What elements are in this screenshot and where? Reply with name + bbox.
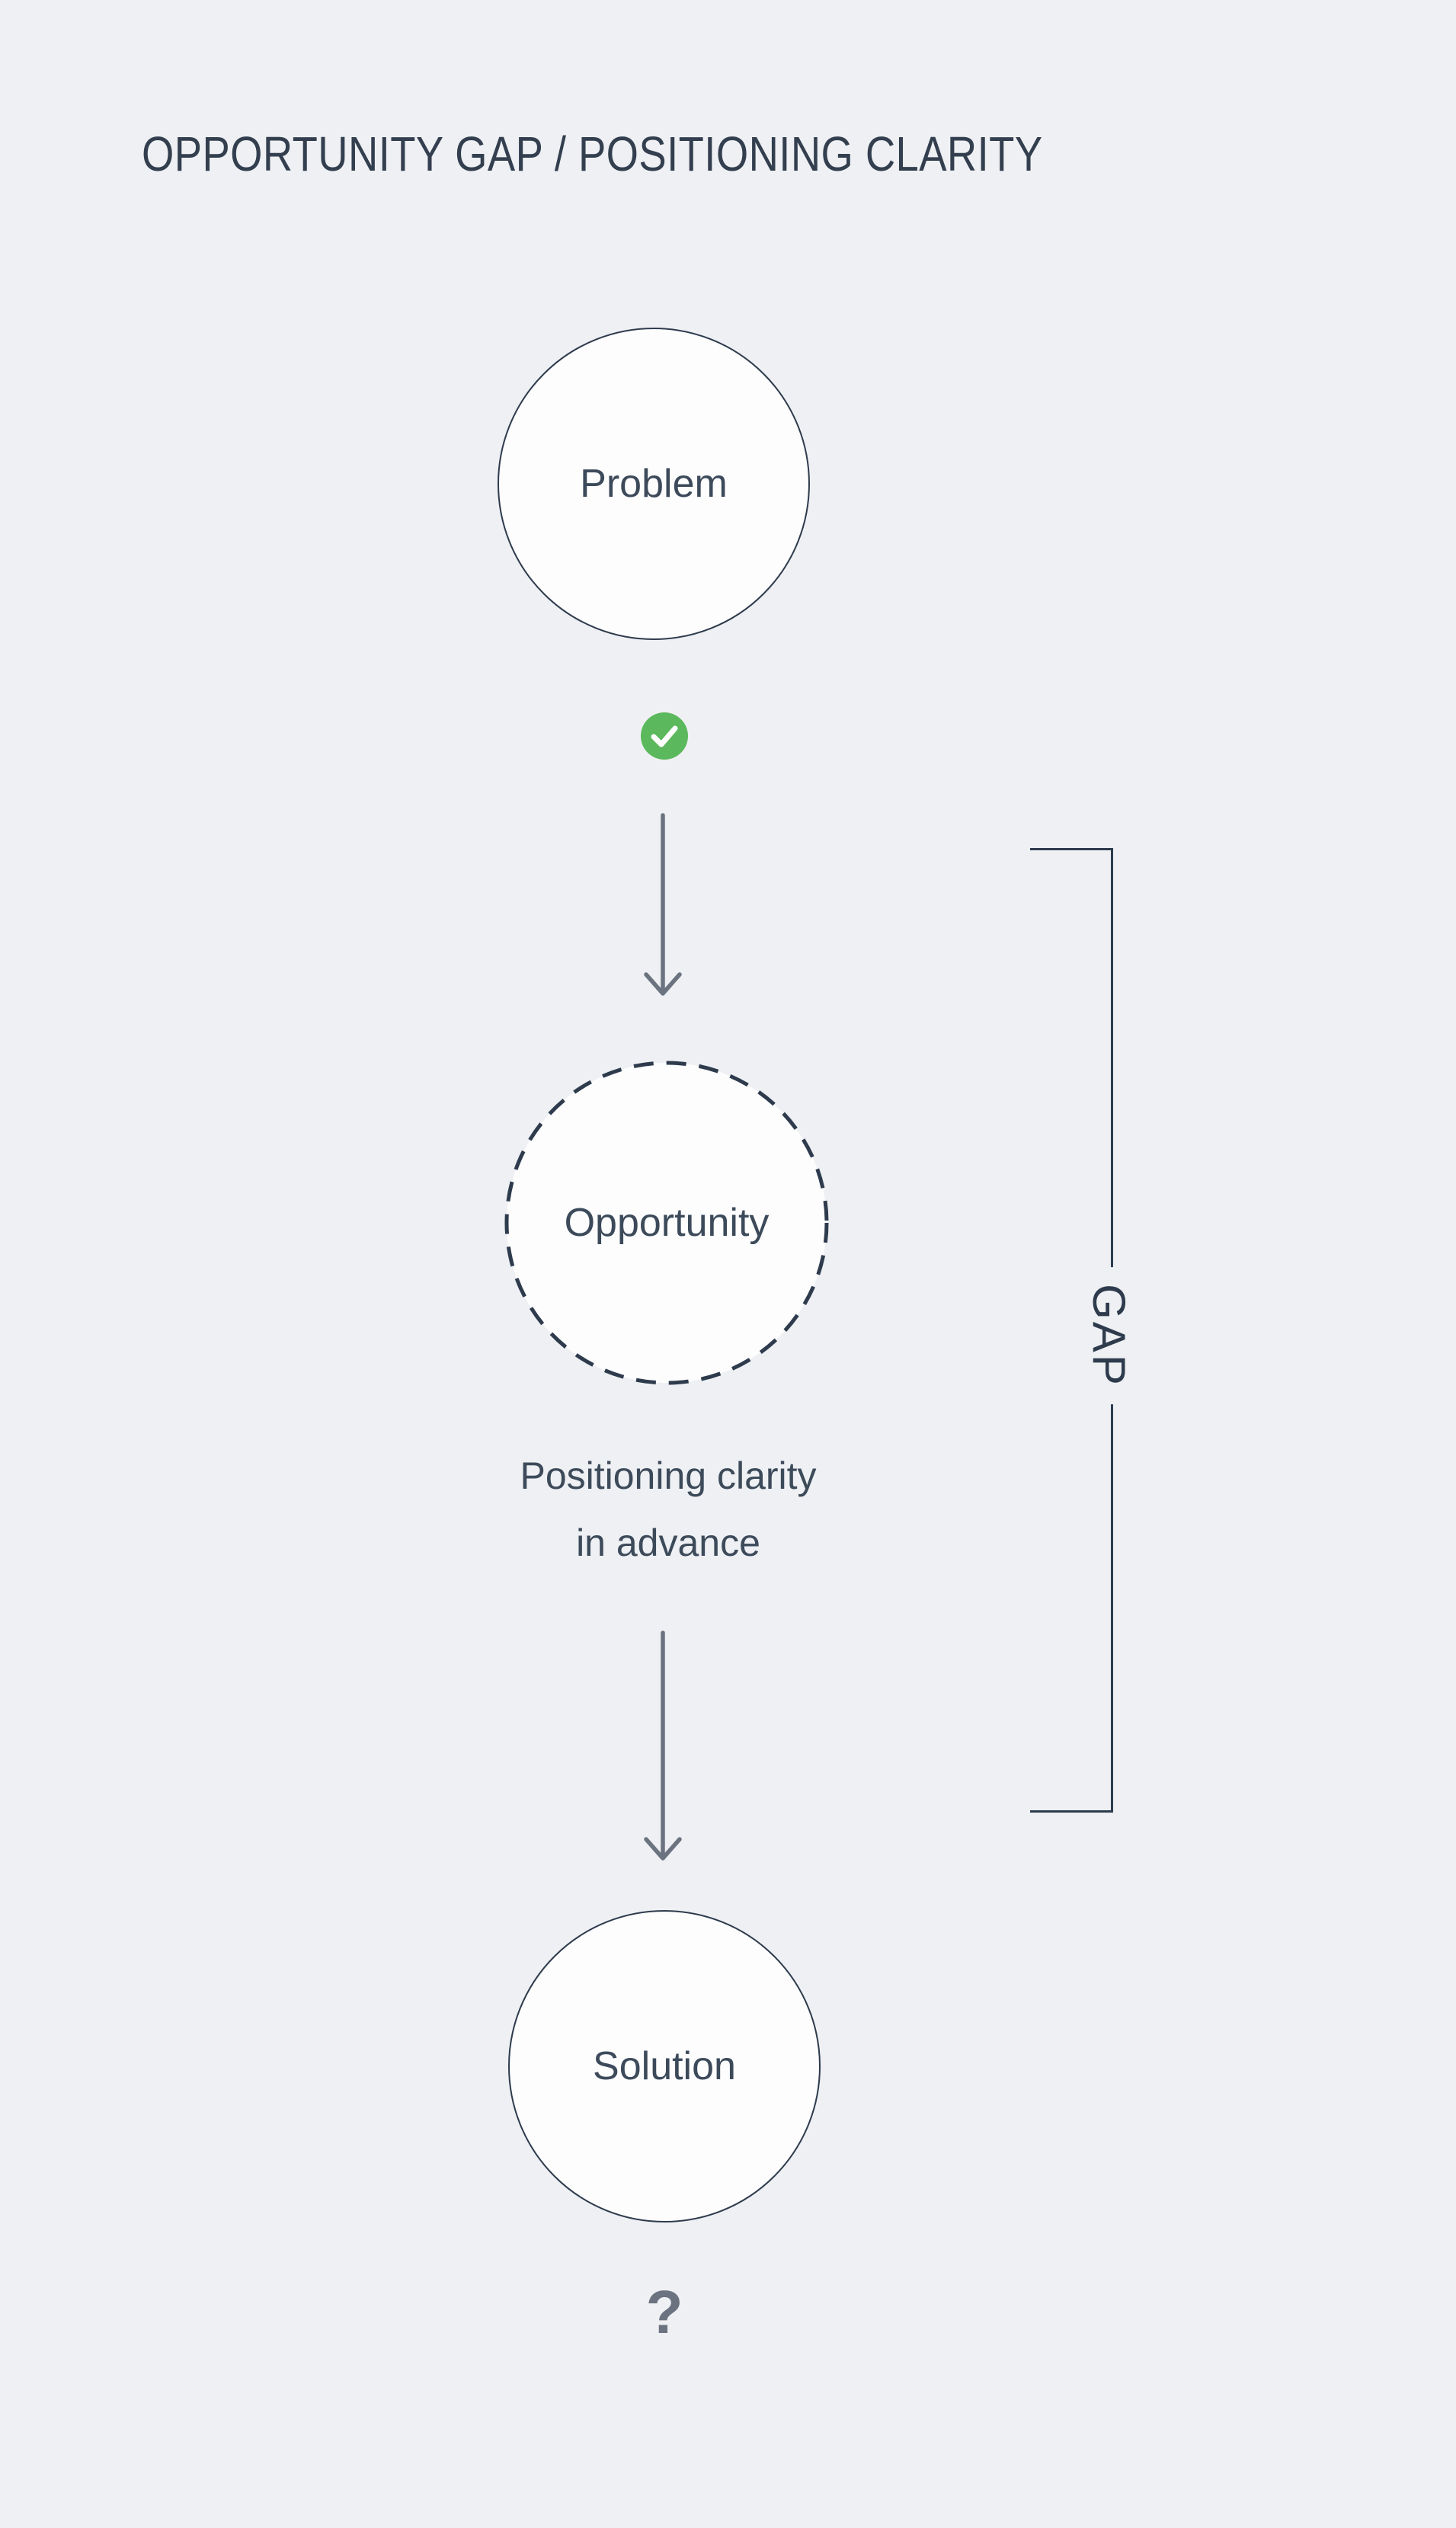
dashed-circle: [504, 1061, 829, 1385]
opportunity-node: Opportunity: [503, 1059, 830, 1387]
check-icon: [641, 712, 688, 760]
annotation-line-1: Positioning clarity: [520, 1454, 817, 1497]
gap-label: GAP: [1078, 1267, 1139, 1404]
diagram-title: OPPORTUNITY GAP / POSITIONING CLARITY: [142, 126, 1043, 181]
annotation: Positioning clarity in advance: [440, 1442, 897, 1576]
arrow-down-icon: [644, 813, 682, 996]
gap-bracket: GAP: [1030, 848, 1139, 1813]
problem-label: Problem: [580, 462, 728, 506]
opportunity-label: Opportunity: [564, 1201, 770, 1245]
question-mark: ?: [645, 2278, 683, 2346]
check-circle-glyph: [641, 712, 688, 760]
annotation-line-2: in advance: [576, 1522, 760, 1564]
solution-node: Solution: [508, 1910, 821, 2222]
arrow-down-icon: [644, 1630, 682, 1861]
solution-label: Solution: [593, 2044, 736, 2088]
problem-node: Problem: [498, 328, 810, 640]
